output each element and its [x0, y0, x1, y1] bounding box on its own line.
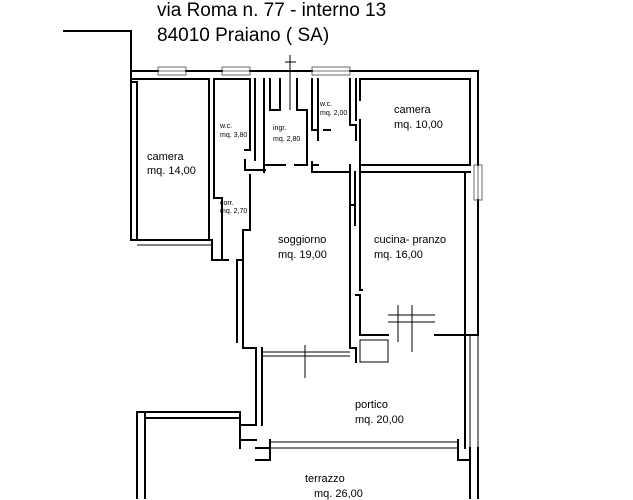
room-cucina-walls [355, 171, 466, 363]
camera-left-name: camera [147, 151, 185, 163]
camera-right-area: mq. 10,00 [394, 119, 443, 131]
wc-right-name: w.c. [319, 101, 332, 108]
room-ingresso-walls [263, 55, 308, 173]
portico-area: mq. 20,00 [355, 414, 404, 426]
terrazzo-area: mq. 26,00 [314, 488, 363, 500]
room-soggiorno-walls [236, 204, 357, 363]
cucina-name: cucina- pranzo [374, 234, 446, 246]
city-line: 84010 Praiano ( SA) [157, 25, 329, 46]
room-terrazzo-walls [136, 335, 479, 499]
portico-name: portico [355, 399, 388, 411]
corridoio-name: corr. [220, 200, 234, 207]
corridor-walls [211, 161, 471, 261]
room-portico-walls [239, 345, 471, 461]
room-camera-right-walls [359, 78, 471, 166]
windows [157, 66, 483, 201]
soggiorno-name: soggiorno [278, 234, 326, 246]
ingresso-name: ingr. [273, 125, 286, 132]
cucina-area: mq. 16,00 [374, 249, 423, 261]
soggiorno-area: mq. 19,00 [278, 249, 327, 261]
camera-right-name: camera [394, 104, 432, 116]
address-line: via Roma n. 77 - interno 13 [157, 0, 386, 21]
perimeter-walls [63, 30, 479, 449]
wc-left-name: w.c. [219, 123, 232, 130]
terrazzo-name: terrazzo [305, 473, 345, 485]
room-wc-right-walls [311, 78, 357, 141]
camera-left-area: mq. 14,00 [147, 165, 196, 177]
room-wc-left-walls [213, 78, 266, 199]
room-labels: camera mq. 14,00 w.c. mq. 3,80 ingr. mq.… [147, 101, 446, 500]
ingresso-area: mq. 2,80 [273, 136, 300, 143]
corridoio-area: mq. 2,70 [220, 208, 247, 215]
wc-right-area: mq. 2,00 [320, 110, 347, 117]
room-camera-left-walls [130, 78, 215, 241]
wc-left-area: mq. 3,80 [220, 132, 247, 139]
